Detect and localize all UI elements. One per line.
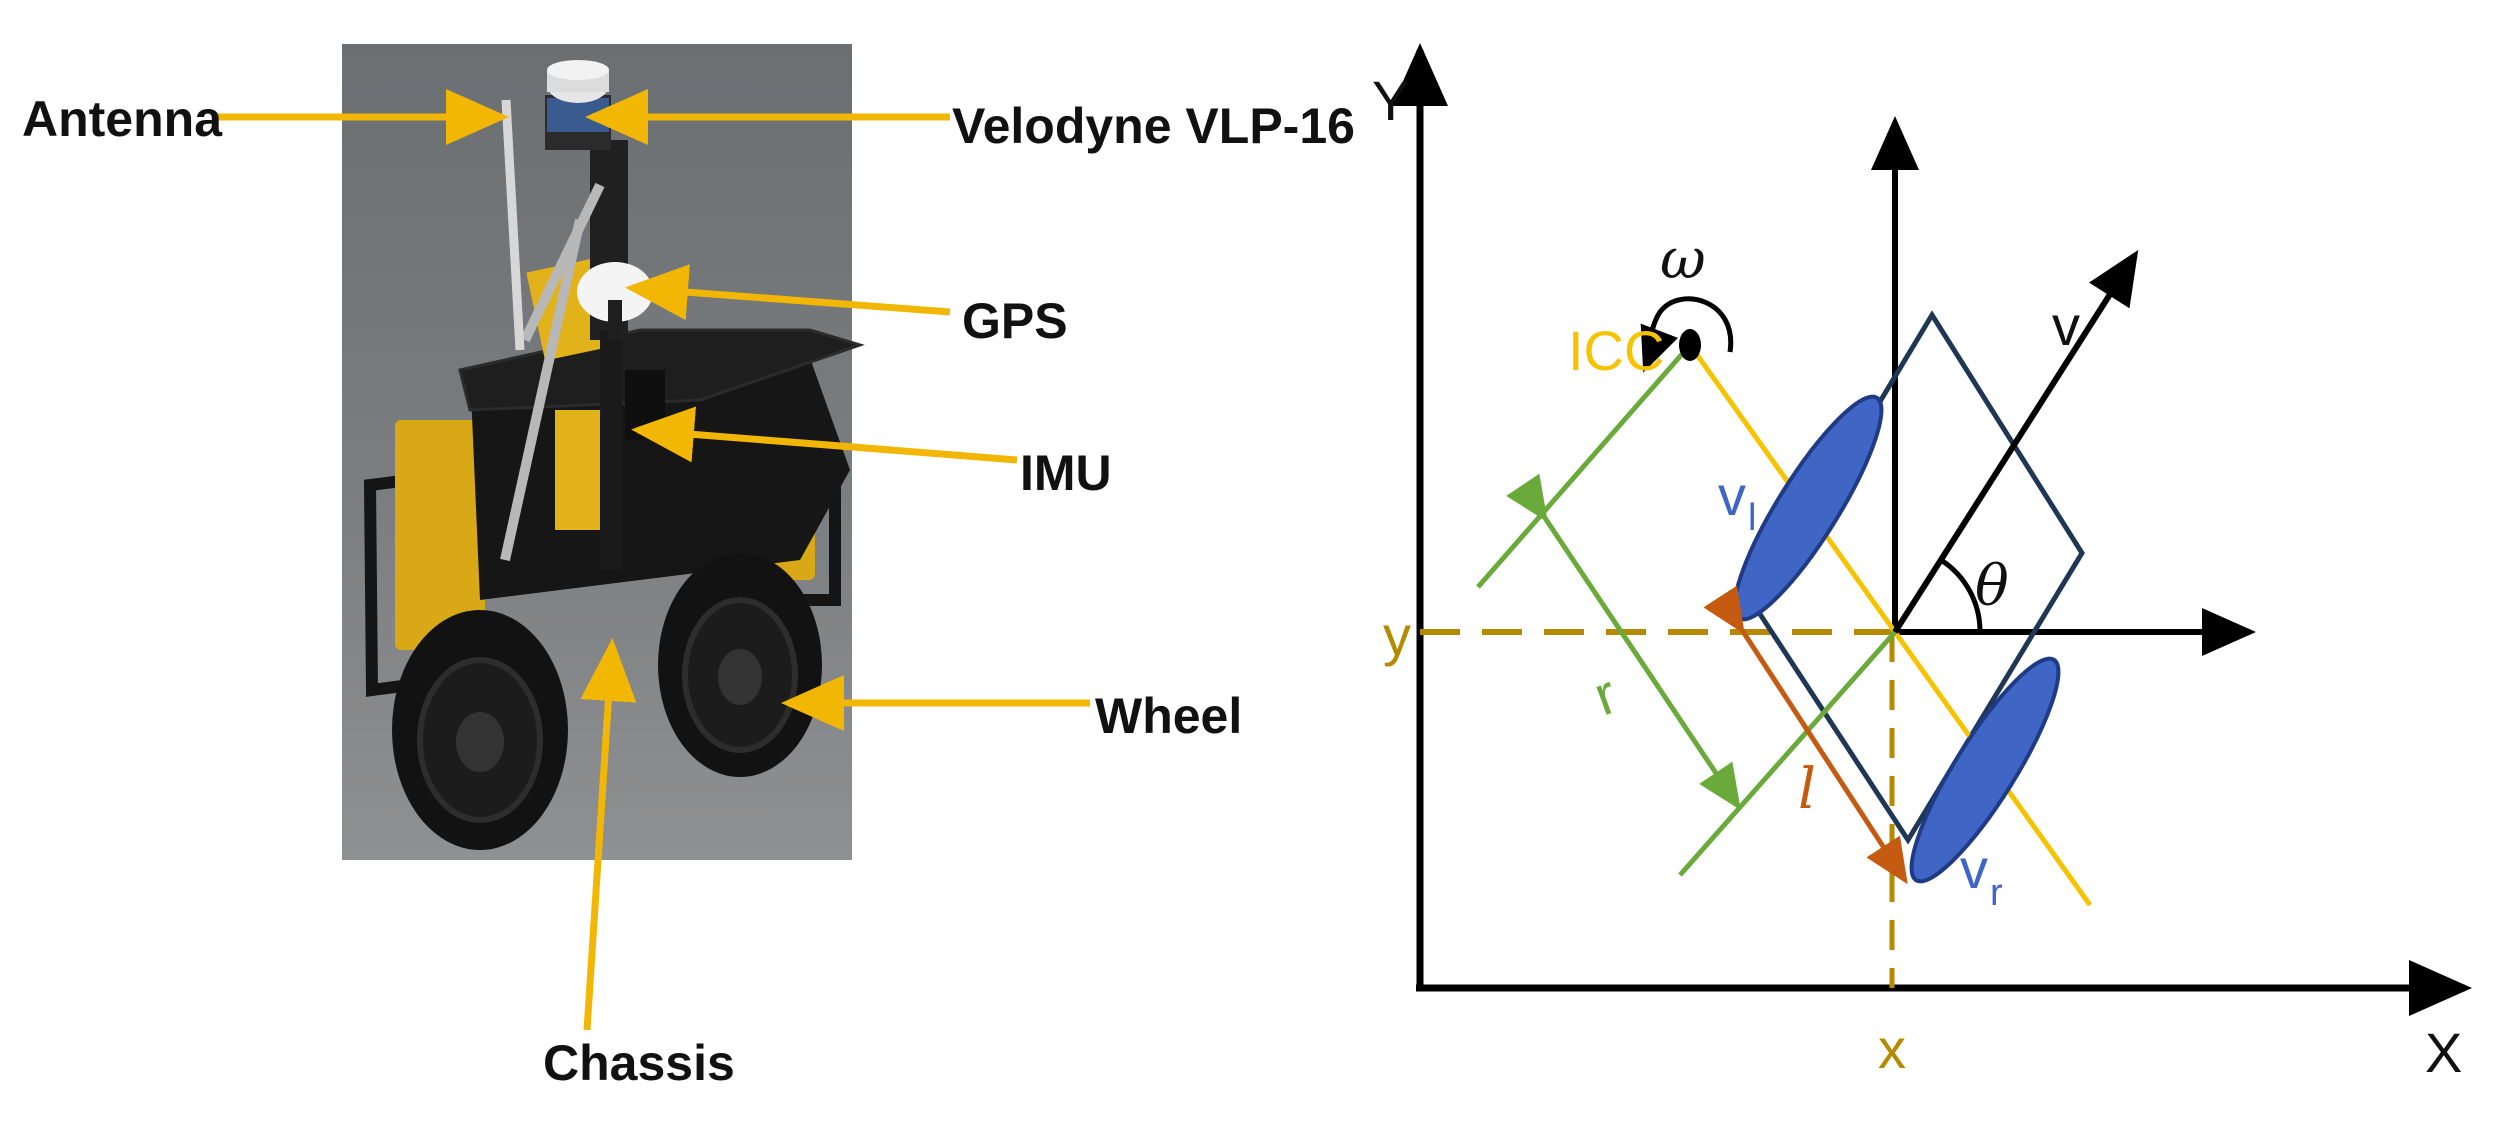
v-right-main: v [1960, 837, 1988, 900]
imu-callout-arrow [631, 406, 1018, 464]
right-wheel [1909, 656, 2061, 884]
v-left-label: v l [1718, 464, 1756, 539]
lidar-unit [545, 60, 611, 150]
lidar-label: Velodyne VLP-16 [952, 98, 1355, 154]
green-lower-line [1678, 630, 1897, 877]
robot-callouts [215, 89, 1090, 1031]
x-axis-label: X [2425, 1021, 2462, 1084]
icc-point [1679, 329, 1701, 361]
velocity-arrow [1892, 249, 2139, 634]
chassis-callout-arrow [580, 638, 637, 1031]
robot-photo [342, 44, 865, 860]
y-axis-label: Y [1372, 69, 1409, 132]
y-mark-label: y [1383, 604, 1411, 667]
imu-label: IMU [1020, 445, 1112, 501]
theta-arc [1939, 557, 1983, 633]
r-label: r [1586, 662, 1625, 728]
gps-callout-arrow [625, 264, 951, 321]
icc-line [1687, 343, 2093, 907]
omega-label: ω [1660, 227, 1706, 292]
v-label: v [2052, 294, 2080, 357]
theta-label: θ [1975, 554, 2009, 619]
l-dimension-arrow [1703, 585, 1908, 885]
antenna-label: Antenna [22, 91, 223, 147]
wheel-label: Wheel [1095, 688, 1242, 744]
v-right-subscript: r [1990, 872, 2003, 914]
r-dimension-arrow [1506, 473, 1741, 811]
icc-label: ICC [1568, 319, 1664, 382]
wheel-front-left [392, 610, 568, 850]
wheel-front-right [658, 553, 822, 777]
l-label: l [1798, 757, 1816, 822]
kinematics-diagram [1392, 43, 2472, 1016]
v-left-subscript: l [1748, 497, 1756, 539]
omega-arc [1640, 296, 1734, 373]
v-left-main: v [1718, 464, 1746, 527]
chassis-label: Chassis [543, 1035, 735, 1091]
v-right-label: v r [1960, 837, 2003, 914]
bumper-left [363, 474, 411, 697]
gps-label: GPS [962, 293, 1068, 349]
x-mark-label: x [1878, 1017, 1906, 1080]
